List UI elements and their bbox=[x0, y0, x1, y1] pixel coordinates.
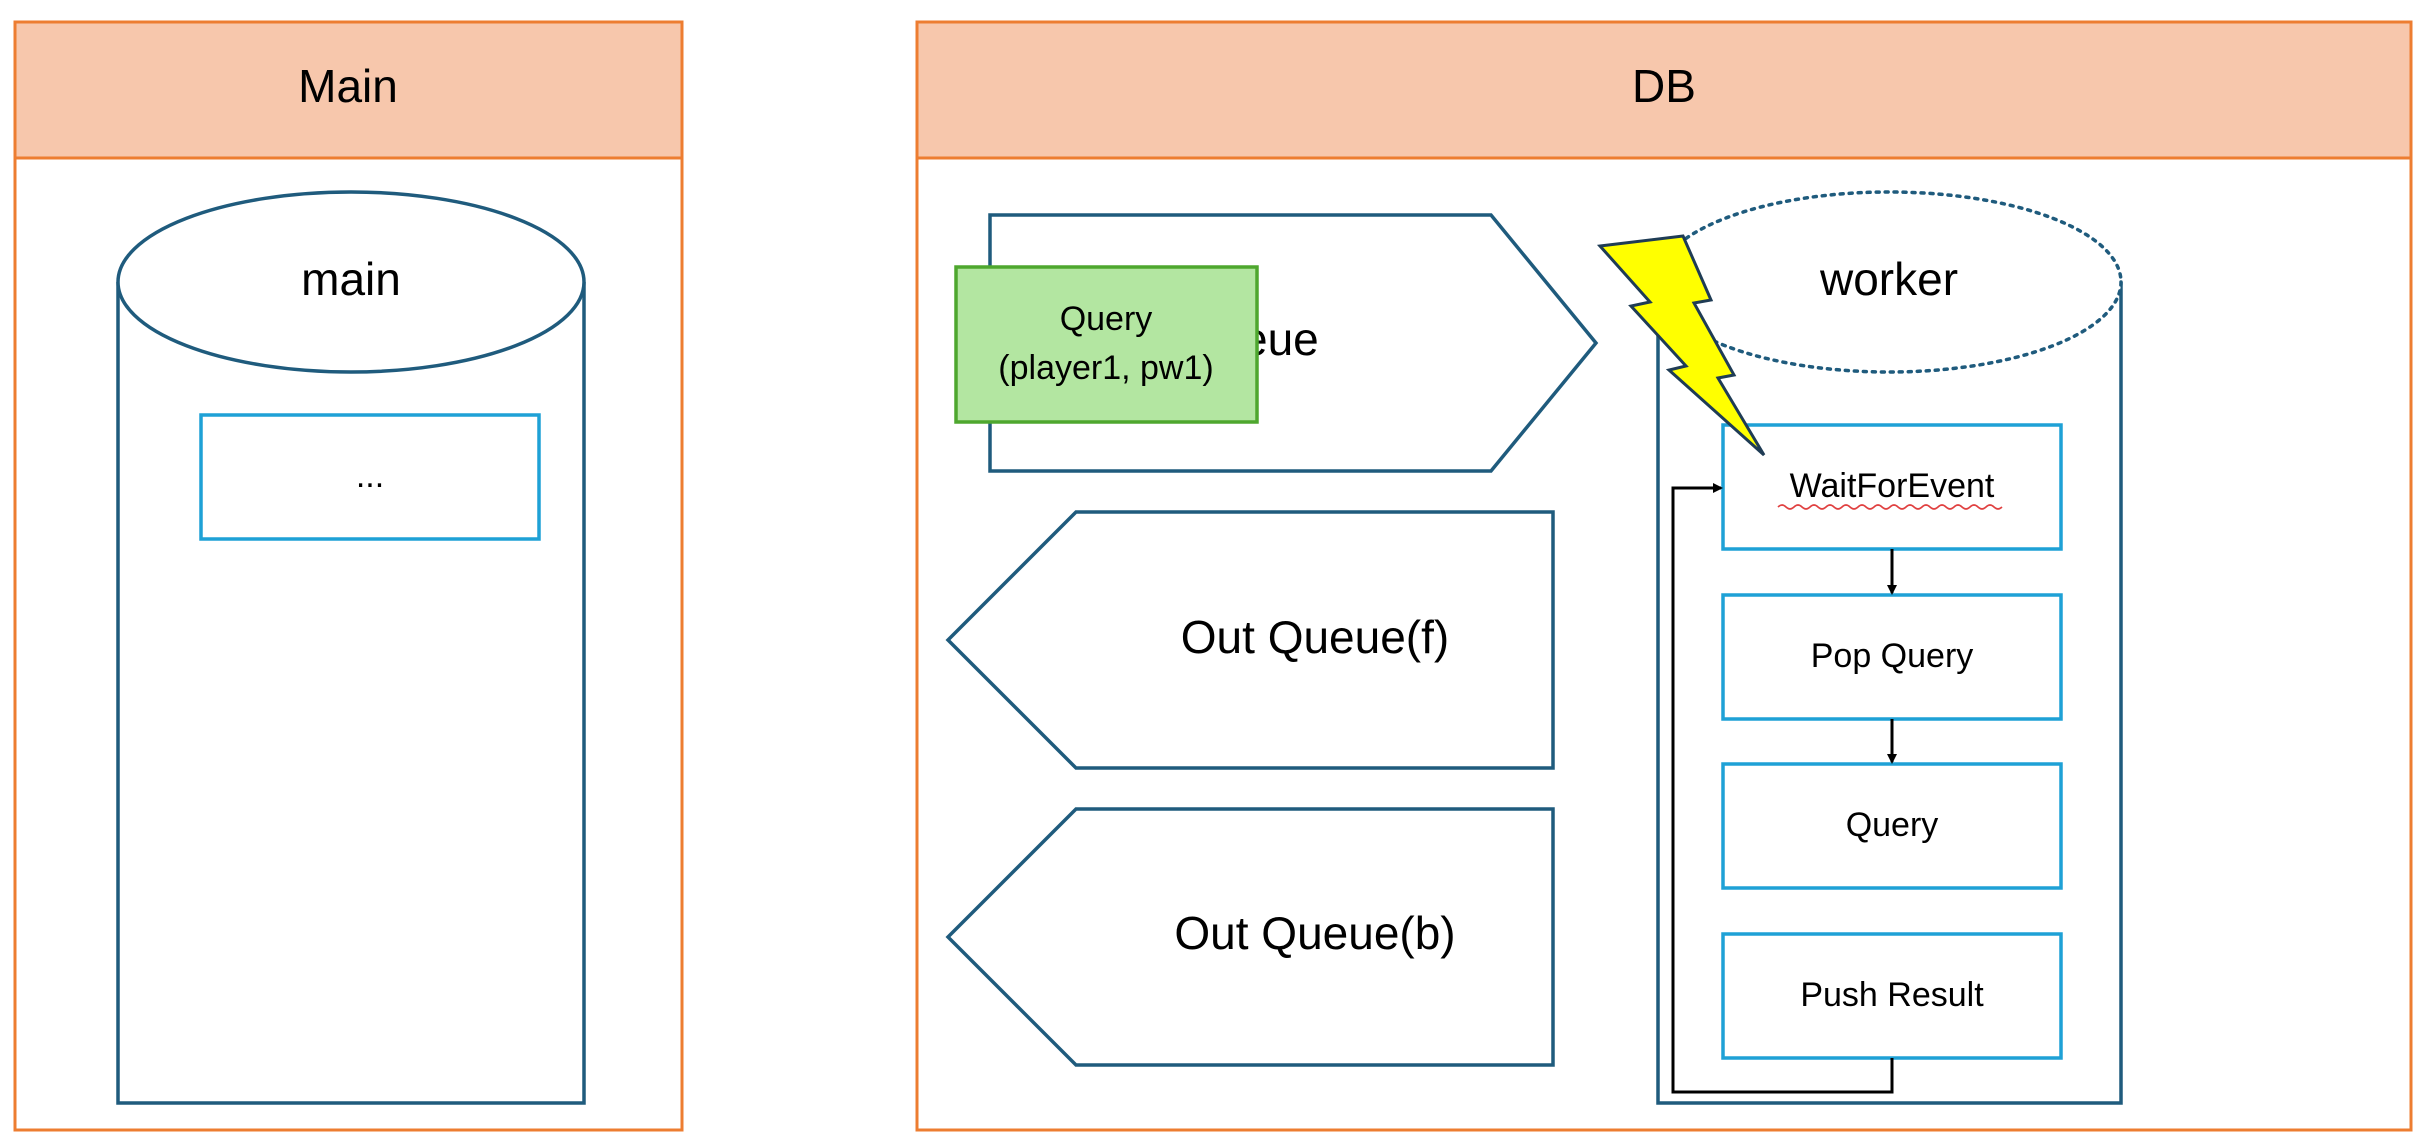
worker-step-pop-query: Pop Query bbox=[1721, 593, 2063, 721]
main-thread-step-box: ... bbox=[199, 413, 541, 541]
main-thread-label: main bbox=[301, 253, 401, 305]
out-queue-b: Out Queue(b) bbox=[945, 807, 1555, 1067]
main-thread-cylinder: main bbox=[116, 190, 586, 1105]
worker-step-wait-for-event: WaitForEvent bbox=[1721, 423, 2063, 551]
worker-step-label: WaitForEvent bbox=[1790, 467, 1995, 505]
main-panel-header bbox=[13, 20, 684, 160]
worker-step-label: Push Result bbox=[1800, 976, 1984, 1014]
query-card: Query (player1, pw1) bbox=[954, 265, 1259, 424]
db-panel-header bbox=[915, 20, 2413, 160]
worker-step-label: Query bbox=[1846, 806, 1939, 844]
out-queue-f-label: Out Queue(f) bbox=[1181, 611, 1449, 663]
worker-step-query: Query bbox=[1721, 762, 2063, 890]
arrow-loop-back bbox=[1671, 483, 1894, 1094]
spellcheck-underline bbox=[1777, 504, 2003, 510]
db-panel-title: DB bbox=[1632, 60, 1696, 112]
query-card-title: Query bbox=[1060, 300, 1153, 338]
lightning-bolt-icon bbox=[1596, 234, 1766, 457]
worker-step-push-result: Push Result bbox=[1721, 932, 2063, 1060]
main-thread-step-label: ... bbox=[356, 457, 384, 495]
main-panel-title: Main bbox=[298, 60, 398, 112]
out-queue-f: Out Queue(f) bbox=[945, 510, 1555, 770]
out-queue-b-label: Out Queue(b) bbox=[1174, 907, 1455, 959]
worker-thread-label: worker bbox=[1819, 253, 1958, 305]
worker-step-label: Pop Query bbox=[1811, 637, 1974, 675]
query-card-args: (player1, pw1) bbox=[998, 349, 1213, 387]
